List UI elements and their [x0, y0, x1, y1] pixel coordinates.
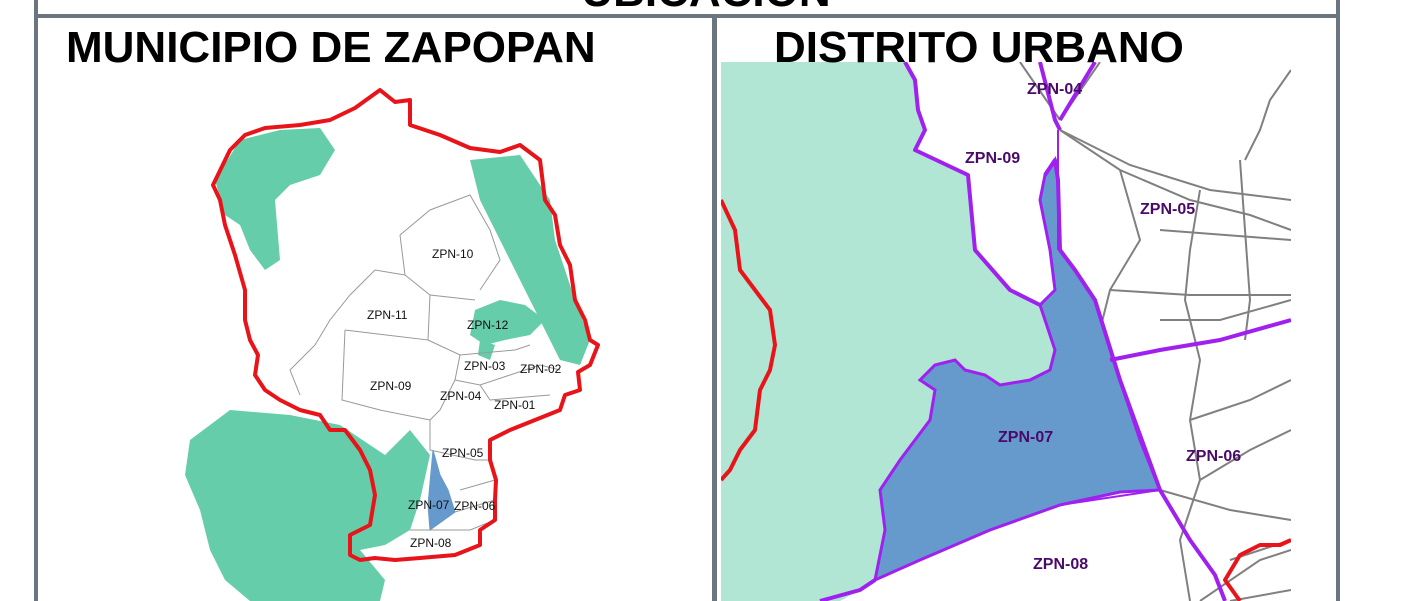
- zone-label: ZPN-05: [442, 446, 484, 460]
- municipality-panel: MUNICIPIO DE ZAPOPAN: [38, 18, 712, 601]
- selected-district-zpn07: [427, 449, 456, 531]
- zone-label: ZPN-06: [1186, 448, 1241, 465]
- zone-label: ZPN-06: [454, 499, 496, 513]
- municipality-zone-labels: ZPN-10 ZPN-11 ZPN-12 ZPN-03 ZPN-02 ZPN-0…: [367, 247, 562, 550]
- zone-label: ZPN-08: [410, 536, 452, 550]
- urban-district-title: DISTRITO URBANO: [774, 23, 1184, 72]
- zone-label: ZPN-09: [965, 150, 1020, 167]
- frame-border-left: [34, 0, 38, 601]
- zone-label: ZPN-05: [1140, 201, 1195, 218]
- page-title: UBICACIÓN: [0, 0, 1412, 14]
- frame-border-right: [1336, 0, 1340, 601]
- zone-label: ZPN-10: [432, 247, 474, 261]
- municipal-boundary: [721, 199, 1291, 601]
- zone-label: ZPN-02: [520, 362, 562, 376]
- municipality-map: ZPN-10 ZPN-11 ZPN-12 ZPN-03 ZPN-02 ZPN-0…: [185, 88, 600, 601]
- zone-label: ZPN-04: [440, 389, 482, 403]
- district-zone-labels: ZPN-04 ZPN-09 ZPN-05 ZPN-07 ZPN-06 ZPN-0…: [965, 81, 1241, 573]
- zone-label: ZPN-12: [467, 318, 509, 332]
- zone-label: ZPN-04: [1027, 81, 1082, 98]
- natural-areas: [185, 128, 590, 601]
- urban-district-panel: ZPN-04 ZPN-09 ZPN-05 ZPN-07 ZPN-06 ZPN-0…: [717, 18, 1336, 601]
- frame-border-top: [34, 14, 1340, 18]
- zone-label: ZPN-03: [464, 359, 506, 373]
- zone-label: ZPN-07: [408, 498, 450, 512]
- zone-label: ZPN-11: [367, 308, 408, 322]
- municipal-boundary: [211, 88, 600, 562]
- zone-label: ZPN-09: [370, 379, 412, 393]
- zone-label: ZPN-07: [998, 429, 1053, 446]
- frame-divider: [712, 18, 717, 601]
- zone-label: ZPN-08: [1033, 556, 1088, 573]
- district-boundaries: [289, 194, 561, 531]
- zone-label: ZPN-01: [494, 398, 536, 412]
- municipality-title: MUNICIPIO DE ZAPOPAN: [66, 23, 596, 72]
- urban-district-map: ZPN-04 ZPN-09 ZPN-05 ZPN-07 ZPN-06 ZPN-0…: [721, 62, 1291, 601]
